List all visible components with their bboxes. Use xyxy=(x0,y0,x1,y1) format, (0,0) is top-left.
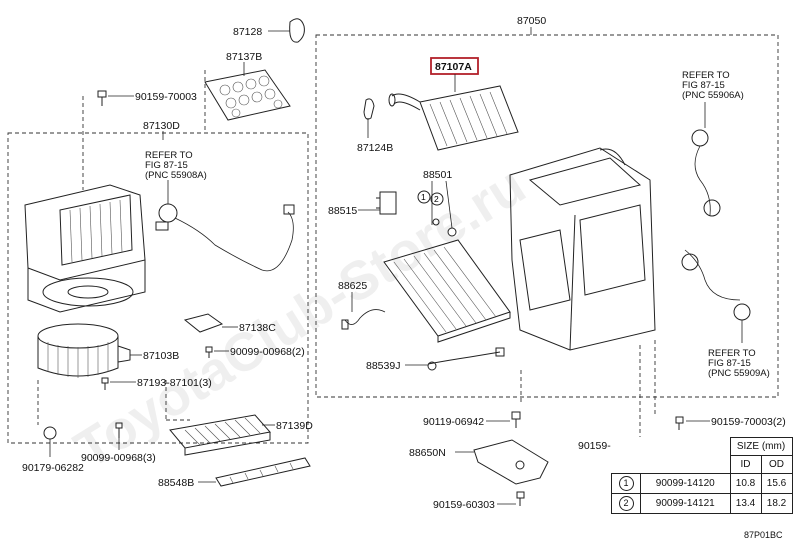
label-90099-00968-2: 90099-00968(2) xyxy=(230,346,305,358)
screw-87193-87101 xyxy=(101,377,109,390)
label-87050: 87050 xyxy=(517,15,546,27)
figure-code: 87P01BC xyxy=(744,530,783,540)
label-90179-06282: 90179-06282 xyxy=(22,462,84,474)
mesh-filter-87137b xyxy=(204,69,291,121)
note-bottom-right-ref-1: REFER TO xyxy=(708,348,756,359)
label-87137b: 87137B xyxy=(226,51,262,63)
label-87103b: 87103B xyxy=(143,350,179,362)
note-bottom-right-ref-2: FIG 87-15 xyxy=(708,358,751,369)
size-row-part: 90099-14120 xyxy=(640,473,731,494)
leader-88501-b xyxy=(445,180,453,229)
size-table: SIZE (mm) ID OD 1 90099-14120 10.8 15.6 … xyxy=(611,437,793,514)
bracket-87138c xyxy=(183,313,224,333)
size-table-row: 1 90099-14120 10.8 15.6 xyxy=(611,473,793,494)
actuator-left xyxy=(155,203,295,272)
note-left-ref-1: REFER TO xyxy=(145,150,193,161)
label-90159-70003-2: 90159-70003(2) xyxy=(711,416,786,428)
expansion-valve-88515 xyxy=(376,191,397,215)
blower-motor-87103b xyxy=(37,323,131,378)
size-row-no: 2 xyxy=(618,496,634,511)
thermistor-88625 xyxy=(344,309,386,325)
screw-90099-00968-3 xyxy=(115,422,123,438)
actuator-bottom-right xyxy=(681,249,751,321)
size-row-od: 18.2 xyxy=(760,493,793,514)
note-bottom-right-ref-3: (PNC 55909A) xyxy=(708,368,770,379)
note-left-ref-3: (PNC 55908A) xyxy=(145,170,207,181)
label-87139d: 87139D xyxy=(276,420,313,432)
size-table-title: SIZE (mm) xyxy=(729,437,793,456)
label-88548b: 88548B xyxy=(158,477,194,489)
label-87130d: 87130D xyxy=(143,120,180,132)
heater-core-87107a xyxy=(388,85,519,151)
size-table-col-id: ID xyxy=(729,455,762,474)
label-90159-70003: 90159-70003 xyxy=(135,91,197,103)
callout-1-circle xyxy=(417,190,431,204)
note-left-ref-2: FIG 87-15 xyxy=(145,160,188,171)
size-row-no: 1 xyxy=(618,476,634,491)
size-table-blank xyxy=(611,437,731,474)
callout-1: 1 xyxy=(421,192,426,202)
bolt-90119-06942 xyxy=(511,411,521,428)
label-90159-60303: 90159-60303 xyxy=(433,499,495,511)
size-row-part: 90099-14121 xyxy=(640,493,731,514)
clip-87128 xyxy=(289,18,305,43)
size-row-id: 10.8 xyxy=(729,473,762,494)
size-table-col-od: OD xyxy=(760,455,793,474)
label-88501: 88501 xyxy=(423,169,452,181)
pipe-88539j xyxy=(427,347,505,371)
label-90099-00968-3: 90099-00968(3) xyxy=(81,452,156,464)
label-90119-06942: 90119-06942 xyxy=(423,416,484,428)
size-row-od: 15.6 xyxy=(760,473,793,494)
bracket-88650n xyxy=(473,439,549,485)
evaporator xyxy=(383,239,511,343)
note-top-right-ref-3: (PNC 55906A) xyxy=(682,90,744,101)
o-ring-1 xyxy=(432,218,440,226)
size-table-row: 2 90099-14121 13.4 18.2 xyxy=(611,493,793,514)
label-88515: 88515 xyxy=(328,205,357,217)
label-87124b: 87124B xyxy=(357,142,393,154)
label-87138c: 87138C xyxy=(239,322,276,334)
screw-90159-70003 xyxy=(97,90,107,106)
callout-2-circle xyxy=(430,192,444,206)
label-87193-87101: 87193-87101(3) xyxy=(137,377,212,389)
screw-90099-00968-2 xyxy=(205,346,213,358)
size-row-id: 13.4 xyxy=(729,493,762,514)
label-88539j: 88539J xyxy=(366,360,400,372)
label-88650n: 88650N xyxy=(409,447,446,459)
thermistor-connector xyxy=(341,319,349,330)
heater-unit-housing xyxy=(509,147,656,351)
grommet-90179-06282 xyxy=(43,426,57,440)
seal-88548b xyxy=(215,457,311,487)
actuator-top-right xyxy=(691,129,721,217)
note-top-right-ref-2: FIG 87-15 xyxy=(682,80,725,91)
blower-group-box xyxy=(7,132,309,444)
note-top-right-ref-1: REFER TO xyxy=(682,70,730,81)
heater-unit-group-box xyxy=(315,34,779,398)
callout-2: 2 xyxy=(434,194,439,204)
label-87107a: 87107A xyxy=(435,61,472,73)
bolt-90159-70003-2 xyxy=(675,416,684,430)
label-88625: 88625 xyxy=(338,280,367,292)
highlight-87107a xyxy=(430,57,479,75)
label-87128: 87128 xyxy=(233,26,262,38)
cabin-filter-87139d xyxy=(169,414,271,456)
bolt-90159-60303 xyxy=(516,491,525,506)
clip-87124b xyxy=(363,98,375,120)
o-ring-2 xyxy=(447,227,457,237)
blower-case-87130d xyxy=(24,184,146,313)
